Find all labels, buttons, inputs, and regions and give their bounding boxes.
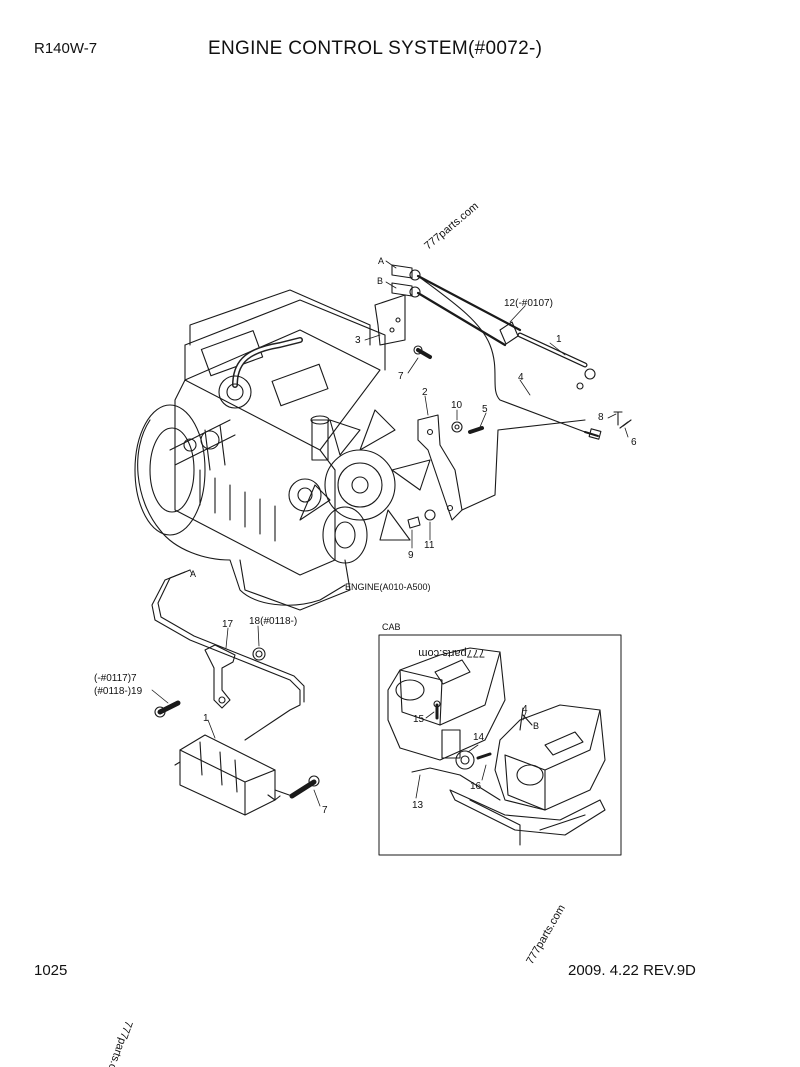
- page-title: ENGINE CONTROL SYSTEM(#0072-): [208, 38, 543, 59]
- leader-lines-lower: [151, 569, 321, 807]
- callout-16: 16: [470, 781, 482, 792]
- callout-7-lower: 7: [322, 805, 328, 816]
- ref-a-label: A: [378, 256, 384, 266]
- callout-19: (#0118-)19: [94, 686, 143, 697]
- callout-4-cab: 4: [522, 704, 528, 715]
- callouts-lower: A 1 7 17 18(#0118-) (-#0117)7 (#0118-)19: [94, 569, 328, 816]
- revision-date: 2009. 4.22 REV.9D: [568, 962, 696, 979]
- watermark-bottom-left: 777parts.com: [100, 1019, 134, 1067]
- page-number: 1025: [34, 962, 68, 979]
- watermark-cab: 777parts.com: [418, 647, 485, 659]
- callout-18: 18(#0118-): [249, 616, 297, 627]
- callouts-top: A B 1 2 3 4 5 6 7 8 9 10 11 12(-#0107) E…: [345, 256, 637, 592]
- ref-b-cab-label: B: [533, 721, 539, 731]
- callout-2: 2: [422, 387, 428, 398]
- callout-12: 12(-#0107): [504, 298, 553, 309]
- engine-label: ENGINE(A010-A500): [345, 582, 431, 592]
- callout-17: 17: [222, 619, 234, 630]
- cable-assembly: [374, 264, 632, 529]
- watermark-bottom-right: 777parts.com: [524, 903, 568, 967]
- callout-6: 6: [631, 437, 637, 448]
- leader-lines-cab: [415, 711, 527, 799]
- callout-14: 14: [473, 732, 485, 743]
- callout-7: 7: [398, 371, 404, 382]
- callout-8: 8: [598, 412, 604, 423]
- callout-5: 5: [482, 404, 488, 415]
- watermark-top: 777parts.com: [422, 200, 481, 252]
- controller-assembly: [151, 569, 320, 816]
- callout-13: 13: [412, 800, 424, 811]
- callout-11: 11: [424, 540, 435, 551]
- callout-10: 10: [451, 400, 463, 411]
- model-name: R140W-7: [34, 40, 98, 57]
- callout-15: 15: [413, 714, 425, 725]
- callout-7-variant: (-#0117)7: [94, 673, 137, 684]
- engine-illustration: [134, 289, 431, 611]
- callouts-cab: CAB B 4 13 14 15 16: [382, 622, 539, 811]
- callout-1-lower: 1: [203, 713, 209, 724]
- cab-label: CAB: [382, 622, 401, 632]
- callout-4: 4: [518, 372, 524, 383]
- ref-a-lower-label: A: [190, 569, 196, 579]
- leader-lines-top: [364, 260, 629, 549]
- callout-9: 9: [408, 550, 414, 561]
- watermarks: 777parts.com 777parts.com 777parts.com 7…: [100, 200, 568, 1067]
- ref-b-label: B: [377, 276, 383, 286]
- cab-inset: [378, 634, 622, 856]
- callout-1: 1: [556, 334, 562, 345]
- callout-3: 3: [355, 335, 361, 346]
